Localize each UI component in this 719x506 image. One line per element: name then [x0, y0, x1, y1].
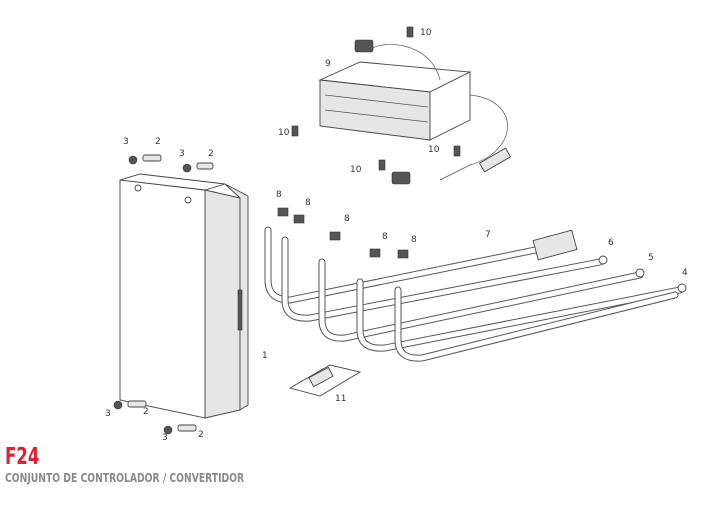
callout-10: 10: [350, 165, 362, 175]
screws-part-10: [291, 26, 461, 171]
figure-code: F24: [5, 444, 40, 470]
callout-3: 3: [123, 137, 129, 147]
callout-2: 2: [198, 430, 204, 440]
callout-8: 8: [344, 214, 350, 224]
callout-8: 8: [382, 232, 388, 242]
callout-2: 2: [155, 137, 161, 147]
callout-1: 1: [262, 351, 268, 361]
callout-3: 3: [162, 433, 168, 443]
callout-9: 9: [325, 59, 331, 69]
callout-8: 8: [305, 198, 311, 208]
callout-8: 8: [276, 190, 282, 200]
callout-8: 8: [411, 235, 417, 245]
callout-3: 3: [179, 149, 185, 159]
callout-5: 5: [648, 253, 654, 263]
fuse-part-11: [288, 364, 362, 397]
callout-4: 4: [682, 268, 688, 278]
callout-7: 7: [485, 230, 491, 240]
screws-top: [128, 154, 214, 173]
figure-title: CONJUNTO DE CONTROLADOR / CONVERTIDOR: [5, 470, 245, 485]
converter-part-9: [318, 39, 512, 185]
screws-bottom: [113, 400, 197, 435]
controller-part-1: [119, 173, 249, 419]
cables: [264, 226, 687, 362]
callout-10: 10: [420, 28, 432, 38]
callout-10: 10: [428, 145, 440, 155]
callout-11: 11: [335, 394, 346, 404]
callouts: 3 2 3 2 9 10 10 10 10 8 8 8 8 8 7 6 5 4 …: [105, 28, 688, 443]
callout-3: 3: [105, 409, 111, 419]
callout-2: 2: [208, 149, 214, 159]
callout-6: 6: [608, 238, 614, 248]
callout-10: 10: [278, 128, 290, 138]
callout-2: 2: [143, 407, 149, 417]
screws-part-8: [277, 207, 409, 259]
